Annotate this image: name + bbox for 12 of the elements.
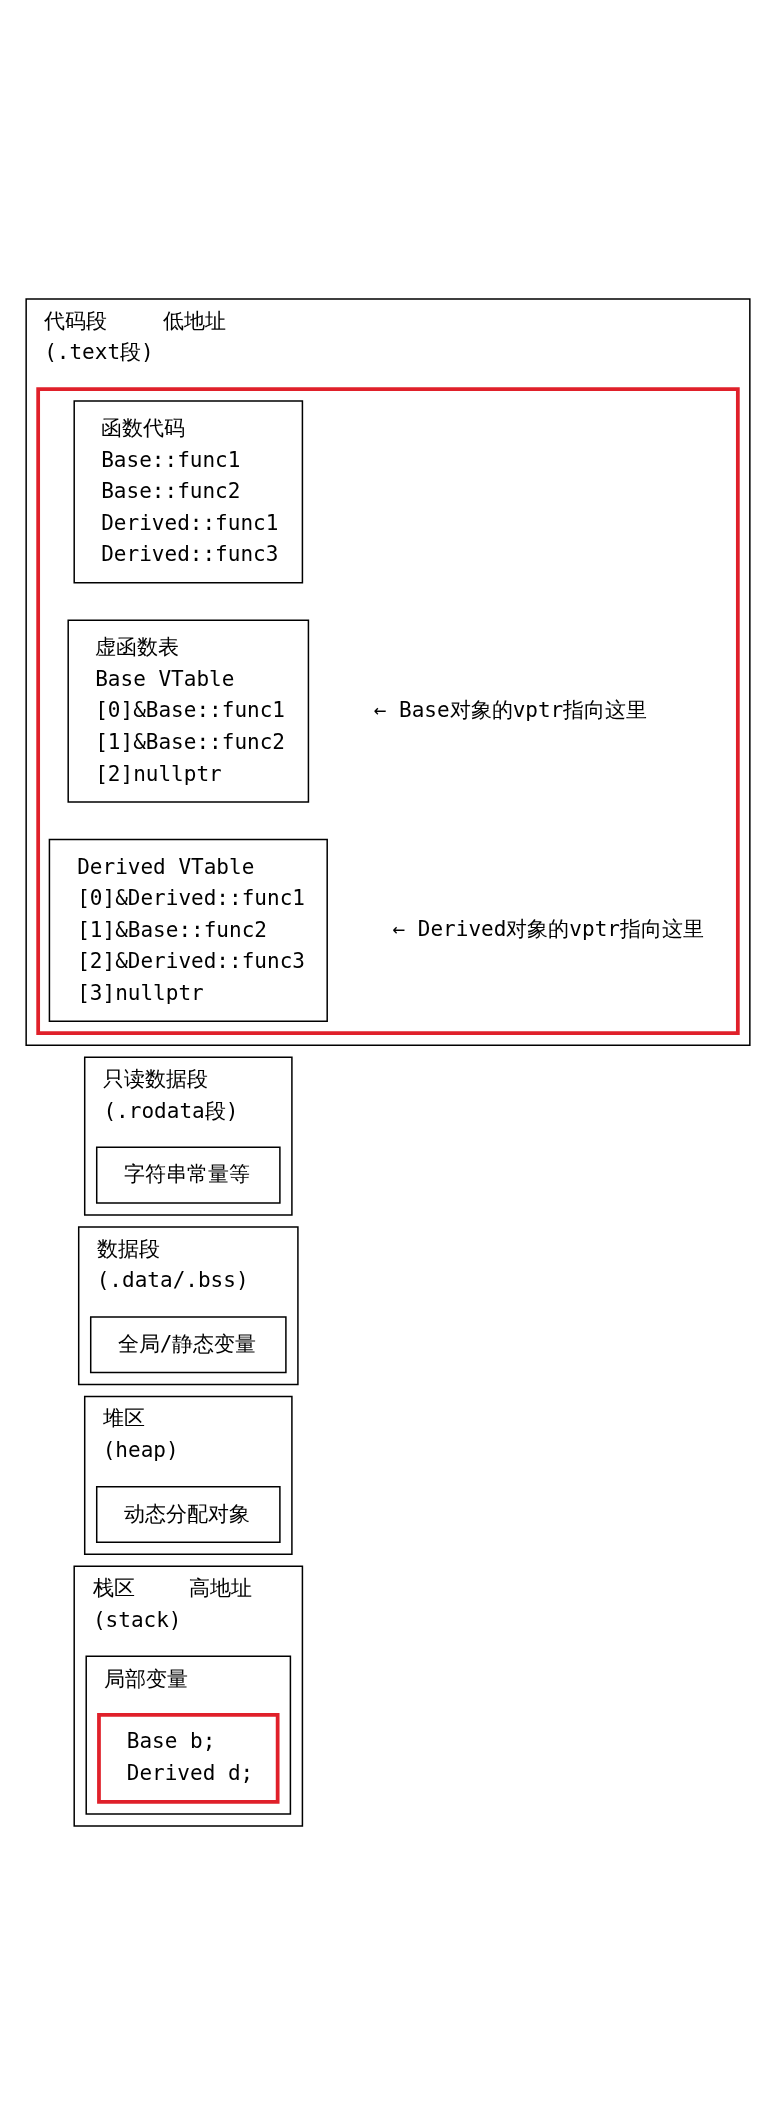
node-box: 动态分配对象 <box>95 1485 281 1543</box>
cluster <box>36 387 740 1036</box>
node-box: 字符串常量等 <box>95 1146 281 1204</box>
node-box: 虚函数表 Base VTable [0]&Base::func1 [1]&Base::func2 [2]nullptr <box>67 619 310 803</box>
node-box: Derived VTable [0]&Derived::func1 [1]&Base::func2 [2]&Derived::func3 [3]nullptr <box>48 838 328 1022</box>
node-label: 低地址 <box>162 307 226 333</box>
node-box: 函数代码 Base::func1 Base::func2 Derived::func1 Derived::func3 <box>73 400 304 584</box>
node-label: 高地址 <box>189 1575 253 1601</box>
node-label: ← Base对象的vptr指向这里 <box>373 696 648 722</box>
node-box: 全局/静态变量 <box>89 1316 287 1374</box>
node-label: ← Derived对象的vptr指向这里 <box>392 915 704 941</box>
node-box: Base b; Derived d; <box>97 1713 280 1804</box>
